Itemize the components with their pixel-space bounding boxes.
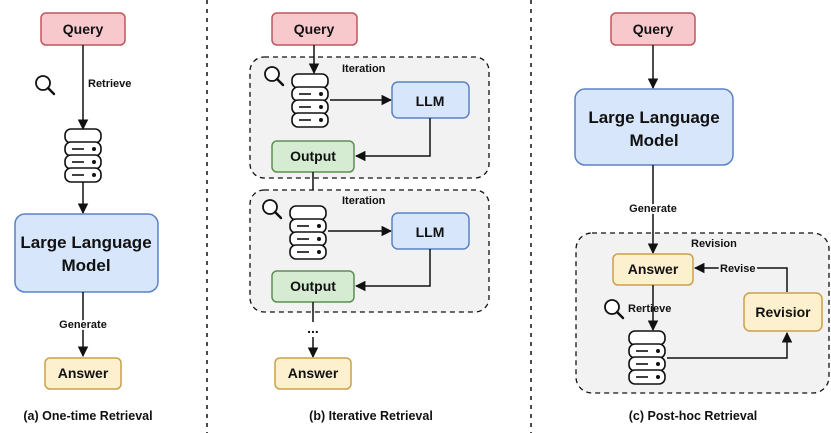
retrieve-label: Rertieve	[628, 303, 671, 315]
answer-box	[44, 357, 122, 390]
llm-box	[14, 213, 159, 293]
iteration-label-1: Iteration	[342, 63, 386, 75]
generate-label: Generate	[629, 203, 677, 215]
database-icon	[289, 205, 327, 260]
panel-c: Query Large Language Model Revision Gene…	[574, 12, 830, 423]
arrow-db-revisior	[667, 331, 793, 359]
answer-label: Answer	[288, 365, 339, 381]
revise-label: Revise	[720, 263, 755, 275]
caption-b: (b) Iterative Retrieval	[309, 409, 433, 423]
output-label-1: Output	[290, 148, 336, 164]
generate-label: Generate	[59, 319, 107, 331]
output-label-2: Output	[290, 278, 336, 294]
llm-label-2: LLM	[416, 224, 445, 240]
answer-label: Answer	[628, 261, 679, 277]
revisior-label: Revisior	[755, 304, 811, 320]
caption-c: (c) Post-hoc Retrieval	[629, 409, 758, 423]
panel-b: Query Iteration LLM Output Iteration LLM…	[249, 12, 490, 423]
query-label: Query	[633, 21, 674, 37]
query-label: Query	[63, 21, 104, 37]
caption-a: (a) One-time Retrieval	[23, 409, 152, 423]
retrieve-label: Retrieve	[88, 78, 131, 90]
database-icon	[291, 73, 329, 128]
llm-box	[574, 88, 734, 166]
revisior-box	[743, 292, 823, 332]
arrow-llm-output-2	[354, 249, 431, 292]
search-icon	[34, 74, 56, 96]
llm-label-line2: Model	[61, 256, 110, 275]
panel-a: Query Retrieve Large Language Model Gene…	[14, 12, 159, 423]
answer-box	[274, 357, 352, 390]
llm-label-1: LLM	[416, 93, 445, 109]
database-icon	[64, 128, 102, 183]
revision-label: Revision	[691, 238, 737, 250]
arrow-revisior-answer	[693, 262, 788, 292]
llm-label-line1: Large Language	[588, 108, 719, 127]
ellipsis: ...	[307, 320, 319, 336]
answer-label: Answer	[58, 365, 109, 381]
iteration-label-2: Iteration	[342, 195, 386, 207]
arrow-llm-output-1	[354, 118, 431, 162]
llm-label-line1: Large Language	[20, 233, 151, 252]
database-icon	[628, 330, 666, 385]
llm-label-line2: Model	[629, 131, 678, 150]
query-label: Query	[294, 21, 335, 37]
